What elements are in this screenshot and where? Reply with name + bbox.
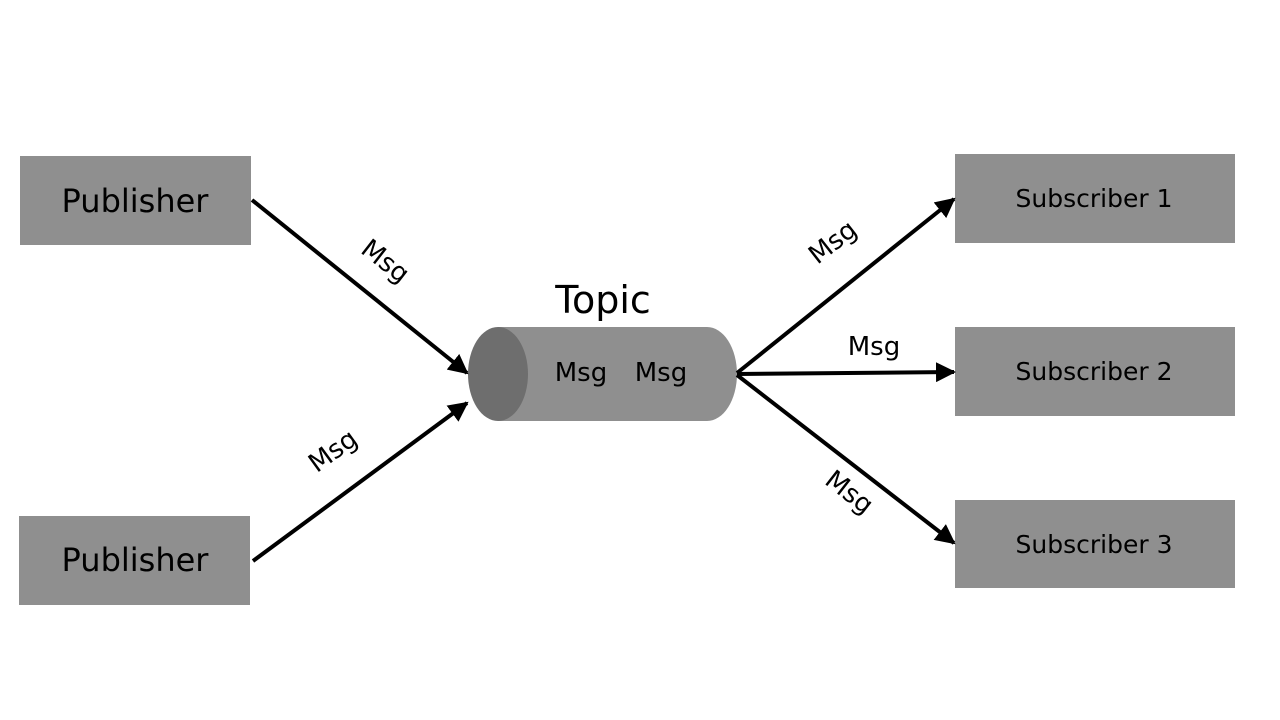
- edge-topic-to-subscriber-3-label: Msg: [819, 465, 879, 521]
- subscriber-1-node: Subscriber 1: [955, 154, 1235, 243]
- subscriber-2-label: Subscriber 2: [1016, 357, 1173, 386]
- subscriber-1-label: Subscriber 1: [1016, 184, 1173, 213]
- edge-publisher-2-to-topic-arrow: [251, 401, 469, 563]
- topic-cylinder-body: [498, 327, 737, 421]
- subscriber-3-box: [955, 500, 1235, 588]
- edge-topic-to-subscriber-1-label: Msg: [803, 215, 863, 271]
- publisher-1-node: Publisher: [20, 156, 251, 245]
- topic-message-2: Msg: [635, 358, 687, 388]
- edge-topic-to-subscriber-2-arrow: [736, 362, 956, 383]
- topic-node: Topic Msg Msg: [468, 278, 737, 421]
- subscriber-3-label: Subscriber 3: [1016, 530, 1173, 559]
- edge-publisher-1-to-topic-arrow: [250, 198, 469, 375]
- subscriber-1-box: [955, 154, 1235, 243]
- subscriber-3-node: Subscriber 3: [955, 500, 1235, 588]
- publisher-2-label: Publisher: [62, 541, 210, 579]
- subscriber-2-node: Subscriber 2: [955, 327, 1235, 416]
- edge-topic-to-subscriber-2-label: Msg: [848, 332, 900, 362]
- edge-topic-to-subscriber-3-arrow: [735, 373, 956, 545]
- edge-topic-to-subscriber-1-arrow: [735, 197, 956, 375]
- publisher-1-box: [20, 156, 251, 245]
- publisher-1-label: Publisher: [62, 182, 210, 220]
- edge-publisher-2-to-topic-label: Msg: [303, 424, 363, 479]
- publisher-2-node: Publisher: [19, 516, 250, 605]
- topic-cylinder-end: [468, 327, 528, 421]
- topic-message-1: Msg: [555, 358, 607, 388]
- topic-title: Topic: [554, 278, 651, 322]
- publisher-2-box: [19, 516, 250, 605]
- subscriber-2-box: [955, 327, 1235, 416]
- edge-publisher-1-to-topic-label: Msg: [355, 234, 415, 290]
